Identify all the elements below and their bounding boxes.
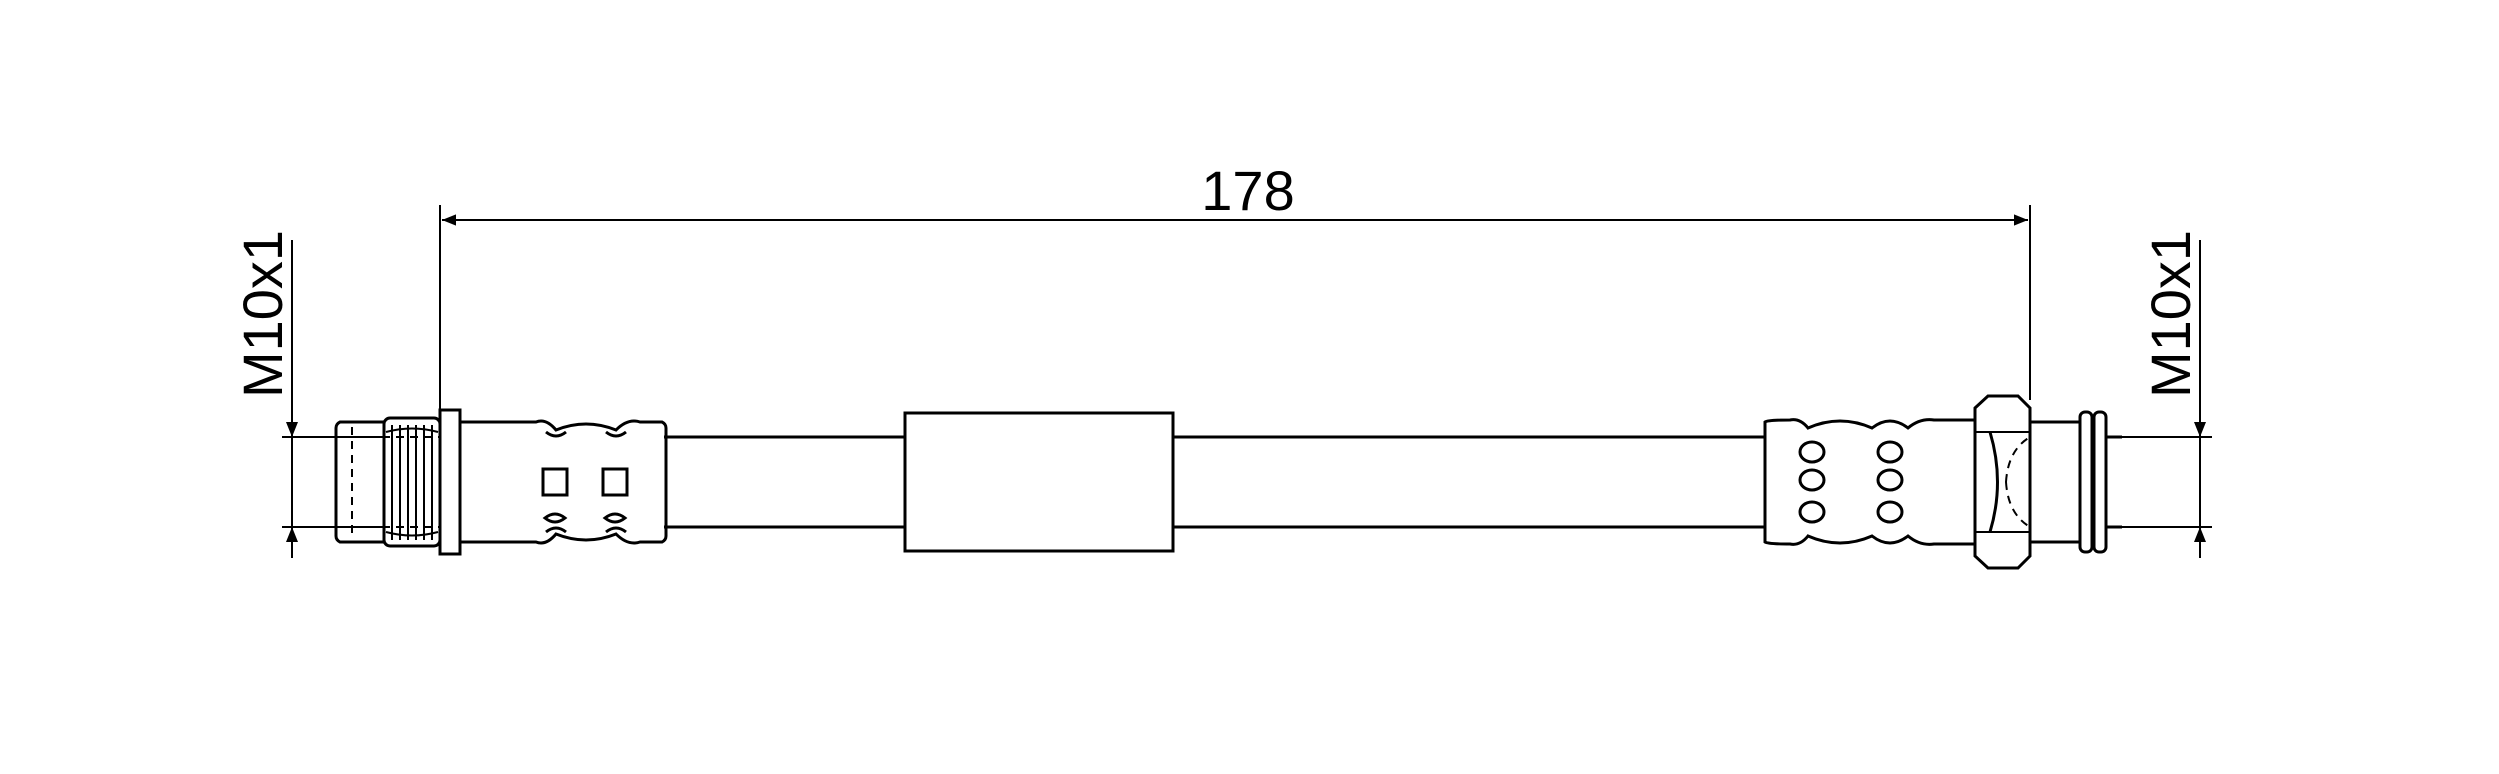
left-thread-tip xyxy=(334,420,384,544)
left-nut-serrations xyxy=(385,425,439,540)
left-fitting xyxy=(334,408,668,556)
length-label: 178 xyxy=(1201,159,1294,222)
right-fitting xyxy=(1763,394,2122,570)
hose xyxy=(664,411,1765,553)
left-thread-arrow-top xyxy=(286,422,298,437)
right-thread-arrow-top xyxy=(2194,422,2206,437)
right-crimp-oval-3 xyxy=(1798,500,1826,524)
left-crimp-dot-2 xyxy=(602,512,628,524)
right-thread-dimension: M10x1 xyxy=(2120,230,2212,558)
right-thread-arrow-bottom xyxy=(2194,527,2206,542)
right-fitting-hidden-curve-2 xyxy=(2005,481,2031,528)
left-crimp-ferrule xyxy=(458,419,668,545)
right-hex-nut xyxy=(1973,394,2032,570)
right-crimp-oval-2 xyxy=(1798,468,1826,492)
hose-sleeve xyxy=(903,411,1175,553)
right-fitting-shoulder xyxy=(2028,420,2082,544)
right-crimp-oval-6 xyxy=(1876,500,1904,524)
left-thread-dimension: M10x1 xyxy=(231,230,388,558)
length-dimension: 178 xyxy=(439,159,2031,415)
left-thread-arrow-bottom xyxy=(286,527,298,542)
left-crimp-window-2 xyxy=(601,467,629,497)
right-fitting-hidden-curve-1 xyxy=(2005,436,2031,483)
left-crimp-window-1 xyxy=(541,467,569,497)
right-seal-ring-1 xyxy=(2078,410,2094,554)
right-crimp-ferrule xyxy=(1763,418,1977,546)
right-hex-chamfer xyxy=(1988,431,1999,533)
right-crimp-oval-5 xyxy=(1876,468,1904,492)
right-thread-label: M10x1 xyxy=(2139,230,2202,398)
left-crimp-indent-2 xyxy=(605,430,627,534)
left-crimp-indent-1 xyxy=(545,430,567,534)
left-crimp-dot-1 xyxy=(542,512,568,524)
right-crimp-oval-1 xyxy=(1798,440,1826,464)
left-flange xyxy=(438,408,462,556)
right-crimp-oval-4 xyxy=(1876,440,1904,464)
right-seal-ring-2 xyxy=(2092,410,2108,554)
left-thread-label: M10x1 xyxy=(231,230,294,398)
